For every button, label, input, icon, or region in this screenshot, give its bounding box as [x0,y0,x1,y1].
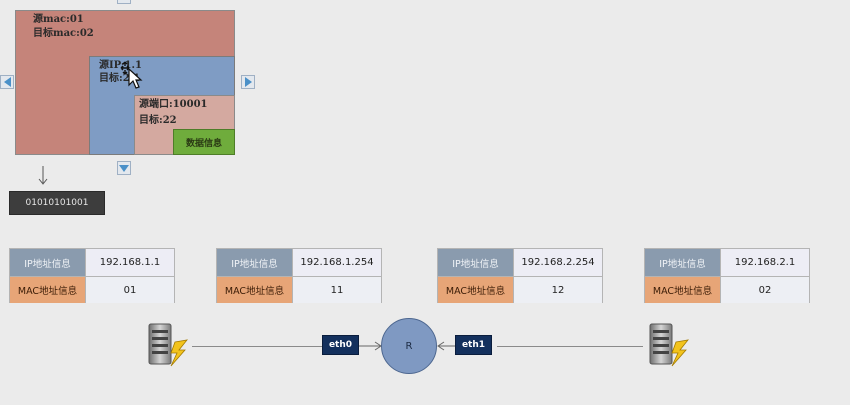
arrow-to-router-icon [358,341,382,351]
src-ip-label: 源IP:1.1 [99,60,142,71]
server-icon [148,323,188,367]
dst-mac-label: 目标mac:02 [33,28,94,39]
lightning-icon [671,339,689,367]
ip-value: 192.168.1.254 [293,249,381,276]
mac-value: 01 [86,277,174,303]
arrow-left-button[interactable] [0,75,14,89]
arrow-down-icon [119,164,129,172]
mac-label: MAC地址信息 [438,277,514,303]
arrow-right-icon [244,77,252,87]
ip-label: IP地址信息 [10,249,86,276]
ip-value: 192.168.2.1 [721,249,809,276]
arrow-right-button[interactable] [241,75,255,89]
link-line-left [192,346,322,347]
arrow-down-button[interactable] [117,161,131,175]
src-mac-label: 源mac:01 [33,14,84,25]
link-line-right [497,346,643,347]
ip-label: IP地址信息 [217,249,293,276]
port-eth1: eth1 [455,335,492,355]
data-label: 数据信息 [185,138,222,149]
lightning-icon [170,339,188,367]
mac-label: MAC地址信息 [645,277,721,303]
ip-label: IP地址信息 [438,249,514,276]
ip-value: 192.168.2.254 [514,249,602,276]
router-node: R [381,318,437,374]
ip-label: IP地址信息 [645,249,721,276]
dst-port-label: 目标:22 [139,115,177,126]
arrow-from-eth1-icon [437,341,455,351]
port-eth0: eth0 [322,335,359,355]
down-arrow-icon [38,166,48,185]
cursor-icon [120,61,143,89]
mac-label: MAC地址信息 [217,277,293,303]
scroll-up-button[interactable] [117,0,131,4]
ip-value: 192.168.1.1 [86,249,174,276]
mac-value: 11 [293,277,381,303]
src-port-label: 源端口:10001 [139,99,208,110]
mac-label: MAC地址信息 [10,277,86,303]
arrow-left-icon [3,77,11,87]
dst-ip-label: 目标:2.1 [99,73,141,84]
mac-value: 02 [721,277,809,303]
mac-value: 12 [514,277,602,303]
binary-stream: 01010101001 [9,191,105,215]
data-layer: 数据信息 [173,129,235,155]
server-icon [649,323,689,367]
